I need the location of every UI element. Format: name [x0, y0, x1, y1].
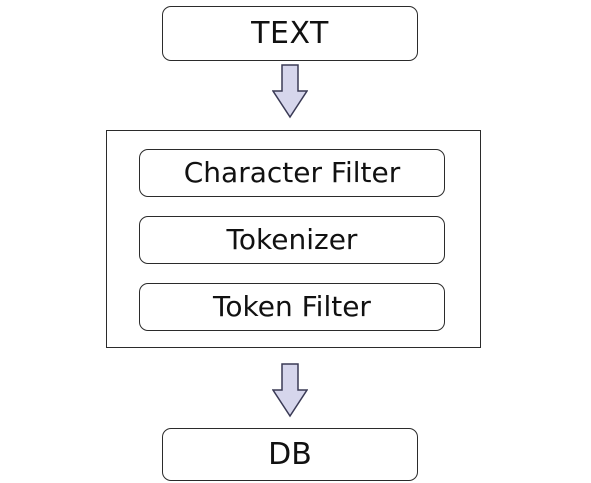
- token-filter-step: Token Filter: [139, 283, 445, 331]
- db-output-node: DB: [162, 428, 418, 481]
- token-filter-label: Token Filter: [213, 290, 371, 323]
- tokenizer-step: Tokenizer: [139, 216, 445, 264]
- character-filter-label: Character Filter: [183, 156, 401, 189]
- db-output-label: DB: [268, 436, 312, 472]
- text-input-node: TEXT: [162, 6, 418, 61]
- down-arrow-icon: [272, 64, 308, 119]
- character-filter-step: Character Filter: [139, 149, 445, 197]
- tokenizer-label: Tokenizer: [226, 223, 358, 256]
- text-input-label: TEXT: [251, 15, 329, 51]
- down-arrow-icon: [272, 363, 308, 418]
